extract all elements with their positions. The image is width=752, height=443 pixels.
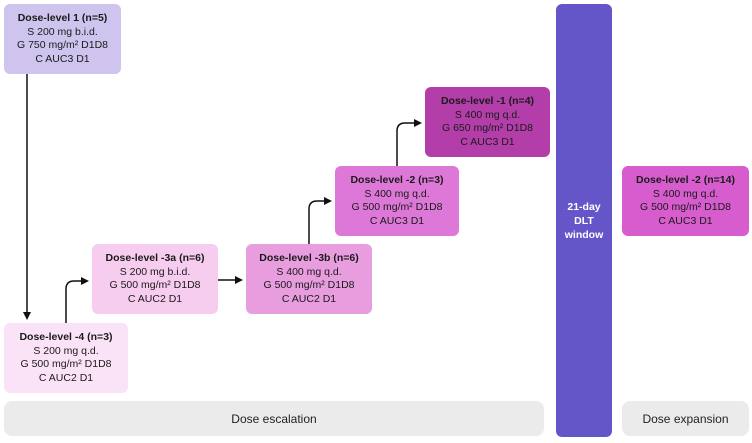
box-line: S 200 mg b.i.d. — [119, 265, 191, 278]
dlt-window-line: window — [564, 228, 604, 241]
box-title: Dose-level -2 (n=14) — [636, 174, 735, 186]
box-line: G 500 mg/m² D1D8 — [20, 358, 112, 370]
arrow-dl2-to-dl-minus1 — [396, 119, 422, 166]
box-line: C AUC3 D1 — [35, 52, 90, 65]
box-line: S 400 mg q.d. — [364, 187, 430, 200]
box-line: S 400 mg q.d. — [652, 187, 719, 200]
box-line: S 400 mg q.d. — [276, 265, 342, 278]
box-title: Dose-level -2 (n=3) — [350, 174, 444, 186]
box-line: G 750 mg/m² D1D8 — [16, 39, 109, 51]
box-line: C AUC3 D1 — [460, 135, 515, 148]
box-title: Dose-level -1 (n=4) — [440, 95, 535, 107]
box-line: S 400 mg q.d. — [454, 108, 521, 121]
box-line: G 500 mg/m² D1D8 — [109, 279, 201, 291]
box-line: C AUC3 D1 — [658, 214, 713, 227]
box-line: C AUC2 D1 — [281, 292, 337, 305]
box-title: Dose-level -3b (n=6) — [259, 252, 359, 264]
expansion-dose-level-box: Dose-level -2 (n=14) S 400 mg q.d. G 500… — [622, 166, 749, 236]
box-line: G 500 mg/m² D1D8 — [351, 201, 443, 213]
arrow-dl4-to-dl3a — [65, 277, 89, 323]
dose-expansion-label: Dose expansion — [622, 401, 749, 436]
box-line: C AUC2 D1 — [127, 292, 183, 305]
dose-escalation-label: Dose escalation — [4, 401, 544, 436]
box-title: Dose-level 1 (n=5) — [17, 12, 108, 24]
box-line: G 650 mg/m² D1D8 — [441, 122, 534, 134]
box-title: Dose-level -4 (n=3) — [19, 331, 113, 343]
dlt-window-bar: 21-day DLT window — [556, 4, 612, 437]
box-line: G 500 mg/m² D1D8 — [263, 279, 355, 291]
dose-level-minus-3a-box: Dose-level -3a (n=6) S 200 mg b.i.d. G 5… — [92, 244, 218, 314]
arrow-dl3b-to-dl2 — [308, 197, 332, 244]
dlt-window-line: DLT — [574, 214, 594, 227]
dose-level-minus-3b-box: Dose-level -3b (n=6) S 400 mg q.d. G 500… — [246, 244, 372, 314]
box-line: S 200 mg b.i.d. — [27, 25, 98, 38]
box-line: S 200 mg q.d. — [33, 344, 99, 357]
box-line: C AUC2 D1 — [38, 371, 94, 384]
dlt-window-line: 21-day — [567, 200, 601, 213]
dose-level-minus-4-box: Dose-level -4 (n=3) S 200 mg q.d. G 500 … — [4, 323, 128, 393]
box-line: G 500 mg/m² D1D8 — [639, 201, 732, 213]
box-title: Dose-level -3a (n=6) — [105, 252, 205, 264]
dose-level-minus-2-box: Dose-level -2 (n=3) S 400 mg q.d. G 500 … — [335, 166, 459, 236]
dose-level-1-box: Dose-level 1 (n=5) S 200 mg b.i.d. G 750… — [4, 4, 121, 74]
box-line: C AUC3 D1 — [369, 214, 425, 227]
dose-level-minus-1-box: Dose-level -1 (n=4) S 400 mg q.d. G 650 … — [425, 87, 550, 157]
